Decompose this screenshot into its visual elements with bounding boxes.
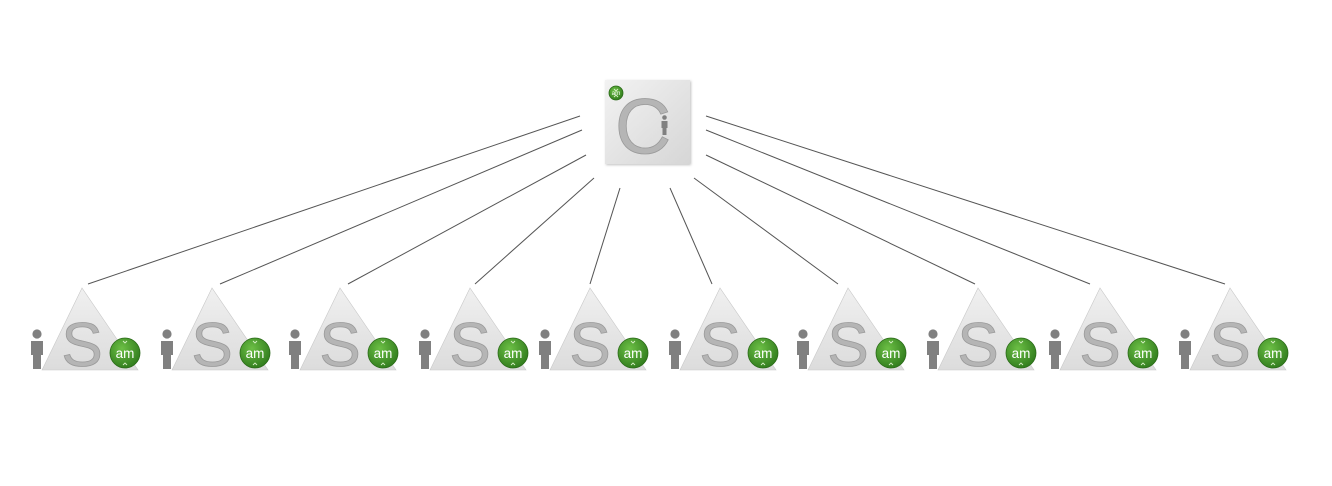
am-badge: am — [617, 337, 649, 369]
node-letter: S — [699, 311, 740, 380]
person-icon — [289, 329, 301, 369]
person-icon — [539, 329, 551, 369]
node-letter: S — [1079, 311, 1120, 380]
person-icon — [419, 329, 431, 369]
person-icon — [927, 329, 939, 369]
am-badge-text: am — [882, 346, 901, 361]
connector-lines — [87, 115, 1226, 285]
person-icon — [161, 329, 173, 369]
hub-badge: am — [608, 85, 624, 101]
connector-line — [693, 177, 839, 285]
am-badge-text: am — [624, 346, 643, 361]
node-letter: S — [319, 311, 360, 380]
am-badge-text: am — [1264, 346, 1283, 361]
connector-line — [87, 115, 581, 285]
am-badge-text: am — [374, 346, 393, 361]
node-letter: S — [1209, 311, 1250, 380]
person-icon — [797, 329, 809, 369]
node-letter: S — [827, 311, 868, 380]
am-badge: am — [109, 337, 141, 369]
am-badge-text: am — [1012, 346, 1031, 361]
connector-line — [669, 187, 713, 285]
am-badge-text: am — [246, 346, 265, 361]
am-badge: am — [497, 337, 529, 369]
person-icon — [1049, 329, 1061, 369]
person-icon — [669, 329, 681, 369]
connector-line — [705, 115, 1226, 285]
connector-line — [705, 129, 1091, 285]
person-icon — [31, 329, 43, 369]
am-badge: am — [747, 337, 779, 369]
node-letter: S — [449, 311, 490, 380]
hub-badge-text: am — [612, 90, 621, 97]
node-letter: S — [569, 311, 610, 380]
am-badge: am — [1127, 337, 1159, 369]
hub-person-icon — [661, 115, 668, 135]
central-hub: Cam — [605, 80, 690, 170]
node-letter: S — [61, 311, 102, 380]
connector-line — [589, 187, 621, 285]
am-badge-text: am — [754, 346, 773, 361]
am-badge-text: am — [504, 346, 523, 361]
connector-line — [347, 154, 587, 285]
node-letter: S — [957, 311, 998, 380]
node-letter: S — [191, 311, 232, 380]
connector-line — [219, 129, 583, 285]
am-badge: am — [239, 337, 271, 369]
am-badge-text: am — [116, 346, 135, 361]
am-badge-text: am — [1134, 346, 1153, 361]
person-icon — [1179, 329, 1191, 369]
am-badge: am — [875, 337, 907, 369]
am-badge: am — [1005, 337, 1037, 369]
connector-line — [705, 154, 976, 285]
connector-line — [474, 177, 595, 285]
am-badge: am — [1257, 337, 1289, 369]
am-badge: am — [367, 337, 399, 369]
